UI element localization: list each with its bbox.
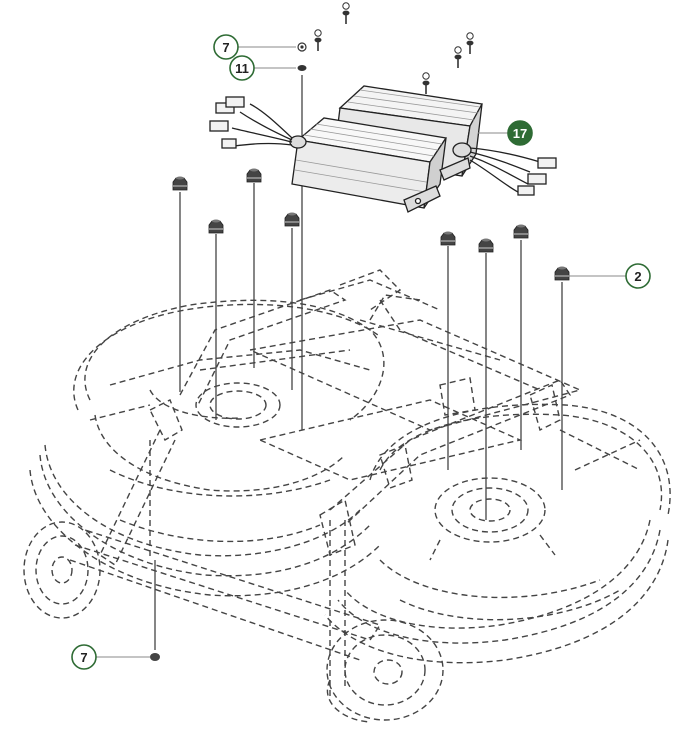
callout-2: 2 (568, 263, 651, 289)
wire-harness-left (209, 96, 293, 149)
mower-deck (29, 269, 671, 664)
callout-7-top: 7 (213, 34, 296, 60)
callout-17: 17 (478, 120, 533, 146)
control-box-assembly (289, 85, 484, 213)
callout-7-bottom-label: 7 (80, 650, 87, 665)
callout-17-label: 17 (513, 126, 527, 141)
stud-lines (154, 75, 563, 650)
callout-2-label: 2 (634, 269, 641, 284)
front-right-wheel (326, 619, 444, 723)
deck-frame (69, 289, 572, 700)
callout-7-top-label: 7 (222, 40, 229, 55)
callout-11-label: 11 (235, 61, 249, 76)
washer-11 (297, 65, 307, 71)
bottom-nut (150, 653, 160, 661)
small-bolts (313, 1, 475, 95)
front-left-wheel (23, 521, 101, 619)
wire-harness-right (469, 147, 557, 196)
washer-7-top (297, 42, 307, 52)
callout-11: 11 (229, 55, 296, 81)
callout-7-bottom: 7 (71, 644, 150, 670)
